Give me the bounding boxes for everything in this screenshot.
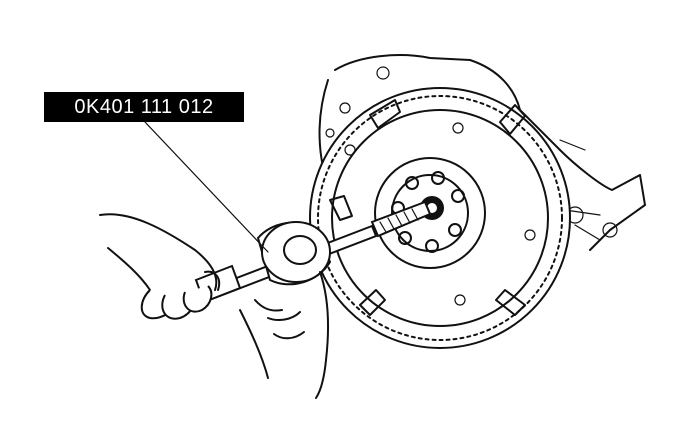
flywheel	[309, 87, 571, 349]
hands-illustration	[99, 213, 329, 399]
part-number-label: 0K401 111 012	[44, 92, 244, 122]
pilot-bearing-puller-tool	[194, 200, 432, 304]
callout-leader-line	[144, 121, 269, 253]
